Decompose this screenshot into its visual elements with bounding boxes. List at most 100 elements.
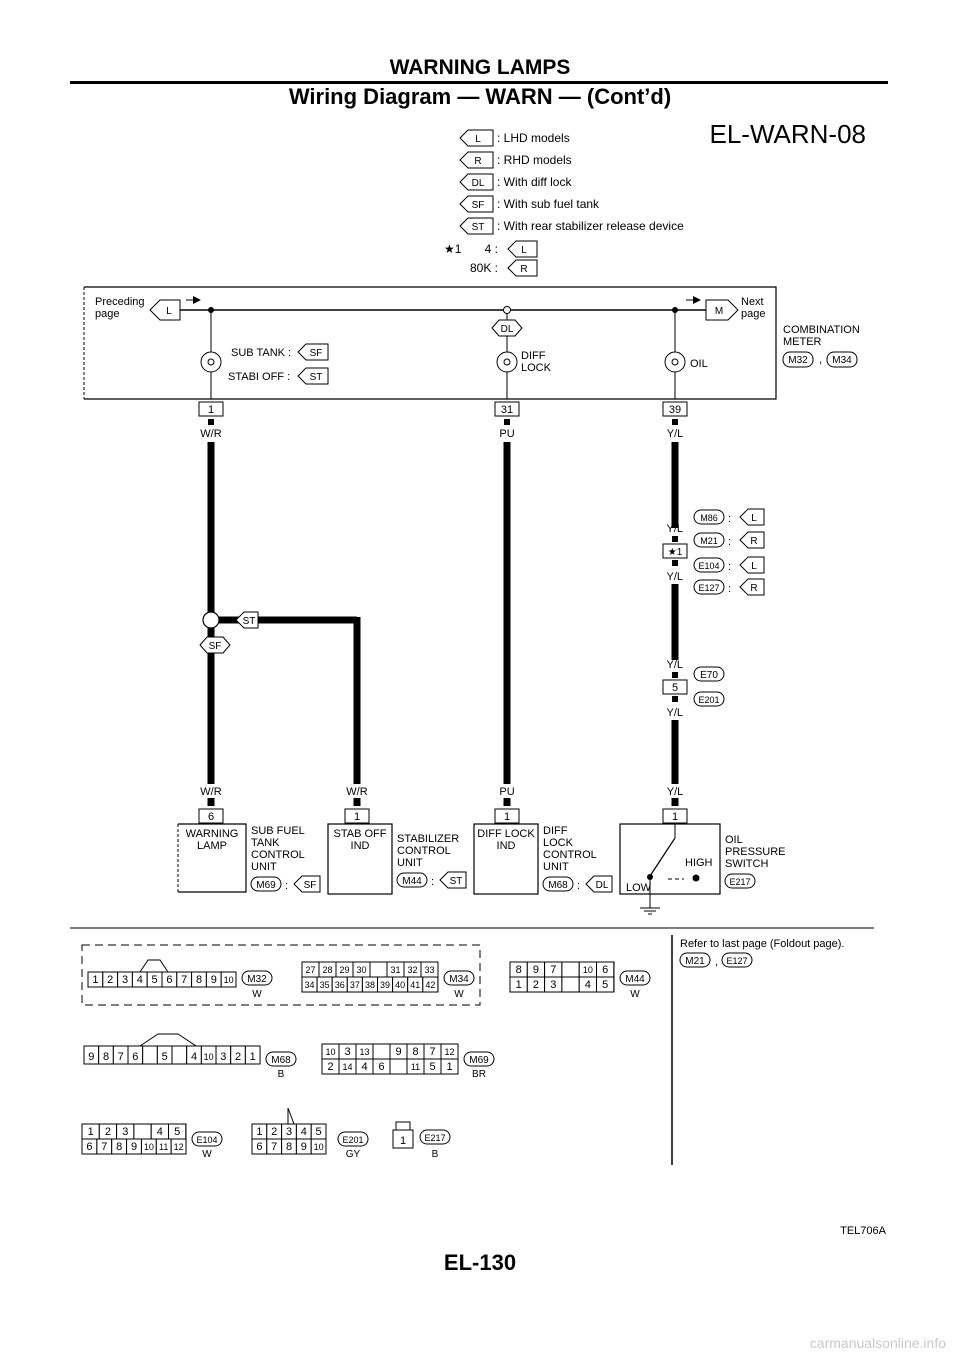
connector-pin-label: 36 <box>335 980 345 990</box>
connector-pin-label: 10 <box>144 1142 154 1152</box>
connector-pin-label: 9 <box>395 1046 401 1058</box>
connector-pin-label: 2 <box>107 974 113 986</box>
connector-pin-label: 7 <box>181 974 187 986</box>
connector-pin-label: 4 <box>191 1051 197 1063</box>
legend: L : LHD models R : RHD models DL : With … <box>444 129 684 277</box>
prev-page-label: Preceding <box>95 296 145 308</box>
connector-cell <box>171 1045 188 1065</box>
svg-text:E217: E217 <box>424 1133 445 1143</box>
switch-contact-icon <box>649 837 676 877</box>
svg-text:STAB OFF: STAB OFF <box>334 828 387 840</box>
svg-text::: : <box>728 513 731 525</box>
connector-pin-label: 40 <box>395 980 405 990</box>
svg-text:DL: DL <box>472 178 485 189</box>
connector-pin-label: 10 <box>224 975 234 985</box>
svg-text:METER: METER <box>783 336 822 348</box>
svg-text:: With diff lock: : With diff lock <box>497 175 572 189</box>
meter-connector-tag: M32 <box>782 351 814 368</box>
connector-pin-label: 5 <box>162 1051 168 1063</box>
connector-pin-label: 39 <box>380 980 390 990</box>
svg-text:PU: PU <box>499 786 514 798</box>
connector-pin-label: 5 <box>152 974 158 986</box>
svg-text::: : <box>577 880 580 892</box>
connector-pin-label: 2 <box>327 1061 333 1073</box>
meter-pins: 1 31 39 <box>198 401 688 425</box>
svg-text:E217: E217 <box>729 877 750 887</box>
svg-text:W/R: W/R <box>200 786 221 798</box>
connector-pin-label: 34 <box>305 980 315 990</box>
connector-pin-label: 8 <box>196 974 202 986</box>
connector-cell <box>170 1138 187 1155</box>
connector-pin-label: 7 <box>101 1141 107 1153</box>
connector-pin-label: 10 <box>314 1142 324 1152</box>
star-note-mark: ★1 <box>444 242 462 256</box>
connector-pin-label: 35 <box>320 980 330 990</box>
connector-pin-label: 7 <box>550 964 556 976</box>
svg-text:page: page <box>741 308 765 320</box>
svg-text:WARNING: WARNING <box>186 828 239 840</box>
svg-text::: : <box>728 536 731 548</box>
legend-item: DL : With diff lock <box>459 173 572 191</box>
svg-text:UNIT: UNIT <box>543 861 569 873</box>
connector-cell <box>561 976 580 993</box>
oil-bulb-icon <box>664 351 686 373</box>
connector-pin-label: 41 <box>410 980 420 990</box>
svg-text:OIL: OIL <box>725 834 743 846</box>
connector-pin-label: 8 <box>516 964 522 976</box>
connector-pin-label: 28 <box>322 965 332 975</box>
svg-text:: RHD models: : RHD models <box>497 153 572 167</box>
svg-text:CONTROL: CONTROL <box>543 849 597 861</box>
svg-text:M21: M21 <box>700 536 718 546</box>
svg-text:ST: ST <box>243 616 256 627</box>
svg-text:STABI OFF :: STABI OFF : <box>228 371 290 383</box>
svg-text:W/R: W/R <box>200 428 221 440</box>
connector-pin-label: 12 <box>174 1142 184 1152</box>
connector-pin-label: 2 <box>105 1126 111 1138</box>
svg-text:OIL: OIL <box>690 358 708 370</box>
prev-page-tag <box>149 299 181 321</box>
svg-text:Y/L: Y/L <box>667 786 684 798</box>
svg-text:L: L <box>751 561 757 572</box>
connector-pin-label: 4 <box>137 974 143 986</box>
svg-text:R: R <box>474 156 481 167</box>
legend-item: L : LHD models <box>459 129 570 147</box>
svg-text:39: 39 <box>669 404 681 416</box>
connector-cell <box>220 971 237 988</box>
svg-text:M86: M86 <box>700 513 718 523</box>
connector-pin-label: 11 <box>159 1142 168 1152</box>
connector-pin-label: 2 <box>533 979 539 991</box>
connector-cell <box>142 1045 158 1065</box>
legend-item: SF : With sub fuel tank <box>459 195 600 213</box>
svg-text:LOW: LOW <box>626 882 652 894</box>
svg-text:LOCK: LOCK <box>543 837 574 849</box>
svg-text:W: W <box>454 989 464 1000</box>
svg-text:Y/L: Y/L <box>666 571 683 583</box>
svg-text:Y/L: Y/L <box>666 659 683 671</box>
svg-text:SF: SF <box>304 880 317 891</box>
svg-text:ST: ST <box>310 372 323 383</box>
svg-text:UNIT: UNIT <box>251 861 277 873</box>
meter-connector-tag: M34 <box>826 351 858 368</box>
connector-cell <box>372 1043 391 1060</box>
svg-text:1: 1 <box>354 811 360 823</box>
svg-text:L: L <box>166 306 172 317</box>
svg-text:M34: M34 <box>832 355 852 366</box>
connector-pin-label: 12 <box>444 1047 454 1057</box>
connector-pin-label: 5 <box>602 979 608 991</box>
svg-text:L: L <box>521 245 527 256</box>
svg-text:E104: E104 <box>196 1135 217 1145</box>
connector-pin-label: 32 <box>407 965 417 975</box>
connector-cell <box>561 961 580 978</box>
svg-text:M69: M69 <box>256 880 276 891</box>
svg-text:1: 1 <box>208 404 214 416</box>
svg-text:,: , <box>819 354 822 366</box>
diff-lock-bulb-icon <box>496 351 518 373</box>
svg-text:IND: IND <box>351 840 370 852</box>
connector-e217: 1 E217 B <box>392 1121 451 1160</box>
section-title: WARNING LAMPS <box>389 56 571 79</box>
svg-text:R: R <box>520 264 527 275</box>
warning-lamp-bulb-icon <box>200 351 222 373</box>
svg-text::: : <box>728 561 731 573</box>
